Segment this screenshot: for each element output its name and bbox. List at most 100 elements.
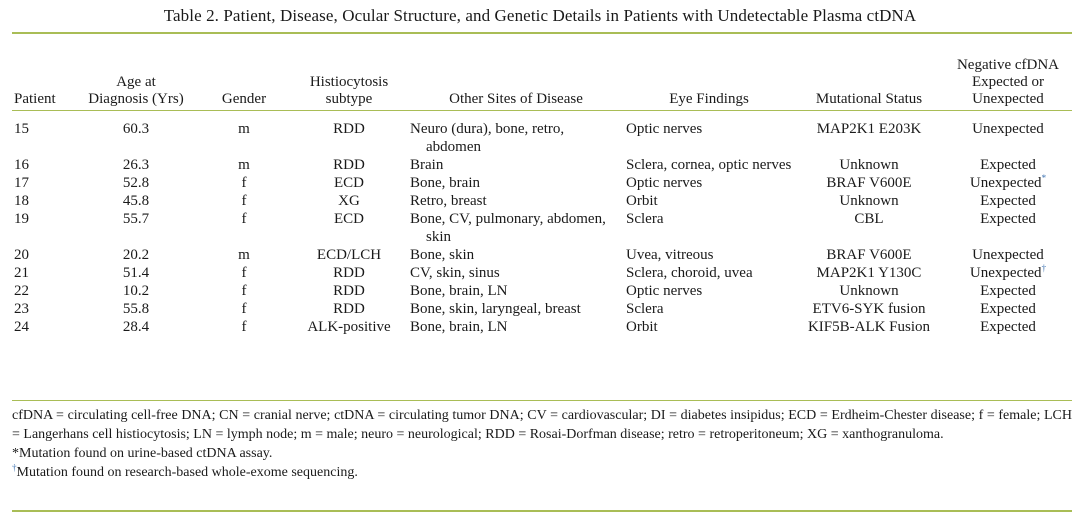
mutation-cell: Unknown xyxy=(794,156,944,174)
sites-cell: Bone, brain xyxy=(408,174,624,192)
subtype-cell: RDD xyxy=(290,300,408,318)
eye-findings-cell: Uvea, vitreous xyxy=(624,246,794,264)
column-header: Eye Findings xyxy=(624,40,794,112)
column-header-line: Gender xyxy=(221,91,267,107)
sites-cell: Bone, brain, LN xyxy=(408,318,624,336)
footnote-mark: † xyxy=(1041,263,1047,273)
gender-cell-text: m xyxy=(238,121,250,137)
expected-cell: Expected xyxy=(944,210,1072,246)
star-footnote: *Mutation found on urine-based ctDNA ass… xyxy=(12,446,273,461)
age-cell-text: 28.4 xyxy=(122,319,150,335)
gender-cell-text: f xyxy=(241,193,247,209)
subtype-cell: RDD xyxy=(290,112,408,156)
patient-cell: 21 xyxy=(12,264,74,282)
patient-cell: 24 xyxy=(12,318,74,336)
eye-findings-cell: Sclera xyxy=(624,300,794,318)
table-end-rule xyxy=(12,400,1072,401)
gender-cell: f xyxy=(198,264,290,282)
mutation-cell: BRAF V600E xyxy=(794,246,944,264)
age-cell: 10.2 xyxy=(74,282,198,300)
expected-cell: Unexpected† xyxy=(944,264,1072,282)
gender-cell-text: f xyxy=(241,283,247,299)
age-cell: 28.4 xyxy=(74,318,198,336)
mutation-cell: BRAF V600E xyxy=(794,174,944,192)
sites-cell-text: Bone, skin xyxy=(410,247,475,263)
age-cell-text: 26.3 xyxy=(122,157,150,173)
patient-cell: 20 xyxy=(12,246,74,264)
patient-cell: 23 xyxy=(12,300,74,318)
age-cell-text: 55.8 xyxy=(122,301,150,317)
mutation-cell-text: Unknown xyxy=(839,193,899,209)
sites-cell-text: Bone, brain xyxy=(410,175,480,191)
subtype-cell: ECD xyxy=(290,210,408,246)
subtype-cell: XG xyxy=(290,192,408,210)
sites-cell-text: Retro, breast xyxy=(410,193,487,209)
subtype-cell-text: RDD xyxy=(333,157,365,173)
sites-cell: Bone, CV, pulmonary, abdomen, skin xyxy=(408,210,624,246)
gender-cell-text: f xyxy=(241,301,247,317)
eye-findings-cell-text: Sclera, choroid, uvea xyxy=(626,265,753,281)
patient-cell: 19 xyxy=(12,210,74,246)
subtype-cell: RDD xyxy=(290,282,408,300)
gender-cell: m xyxy=(198,156,290,174)
mutation-cell: ETV6-SYK fusion xyxy=(794,300,944,318)
patient-cell-text: 21 xyxy=(14,265,29,281)
expected-cell-text: Unexpected xyxy=(972,121,1044,137)
age-cell-text: 55.7 xyxy=(122,211,150,227)
eye-findings-cell-text: Orbit xyxy=(626,319,658,335)
subtype-cell: RDD xyxy=(290,156,408,174)
column-header-line: Diagnosis (Yrs) xyxy=(88,91,184,107)
dagger-footnote: †Mutation found on research-based whole-… xyxy=(12,463,1072,482)
expected-cell: Expected xyxy=(944,156,1072,174)
sites-cell: Retro, breast xyxy=(408,192,624,210)
expected-cell: Expected xyxy=(944,282,1072,300)
sites-cell-text: Bone, brain, LN xyxy=(410,319,508,335)
column-header-line: Patient xyxy=(14,91,56,107)
patient-cell: 22 xyxy=(12,282,74,300)
age-cell-text: 20.2 xyxy=(122,247,150,263)
patient-cell-text: 18 xyxy=(14,193,29,209)
age-cell: 55.7 xyxy=(74,210,198,246)
gender-cell-text: f xyxy=(241,175,247,191)
mutation-cell: Unknown xyxy=(794,282,944,300)
subtype-cell: RDD xyxy=(290,264,408,282)
expected-cell-text: Expected xyxy=(980,319,1036,335)
mutation-cell: MAP2K1 Y130C xyxy=(794,264,944,282)
gender-cell-text: f xyxy=(241,211,247,227)
patient-cell-text: 17 xyxy=(14,175,29,191)
age-cell: 20.2 xyxy=(74,246,198,264)
eye-findings-cell: Sclera, cornea, optic nerves xyxy=(624,156,794,174)
age-cell-text: 52.8 xyxy=(122,175,150,191)
expected-cell: Unexpected xyxy=(944,112,1072,156)
column-header-line: Age at xyxy=(116,74,156,90)
eye-findings-cell-text: Sclera xyxy=(626,301,664,317)
patient-cell: 15 xyxy=(12,112,74,156)
eye-findings-cell-text: Optic nerves xyxy=(626,283,703,299)
mutation-cell-text: ETV6-SYK fusion xyxy=(812,301,926,317)
age-cell: 51.4 xyxy=(74,264,198,282)
gender-cell: f xyxy=(198,174,290,192)
column-header-line: Expected or xyxy=(971,74,1045,90)
subtype-cell: ECD/LCH xyxy=(290,246,408,264)
column-header: Gender xyxy=(198,40,290,112)
table-footnotes: cfDNA = circulating cell-free DNA; CN = … xyxy=(12,406,1072,482)
sites-cell-text: Brain xyxy=(410,157,444,173)
expected-cell: Expected xyxy=(944,300,1072,318)
expected-cell-text: Expected xyxy=(980,193,1036,209)
column-header-line: Mutational Status xyxy=(815,91,923,107)
mutation-cell-text: KIF5B-ALK Fusion xyxy=(807,319,931,335)
column-header: Mutational Status xyxy=(794,40,944,112)
gender-cell: f xyxy=(198,192,290,210)
dagger-footnote-text: Mutation found on research-based whole-e… xyxy=(16,465,358,480)
subtype-cell-text: RDD xyxy=(333,301,365,317)
bottom-rule xyxy=(12,510,1072,512)
sites-cell-text: CV, skin, sinus xyxy=(410,265,500,281)
top-rule xyxy=(12,32,1072,34)
eye-findings-cell: Optic nerves xyxy=(624,112,794,156)
